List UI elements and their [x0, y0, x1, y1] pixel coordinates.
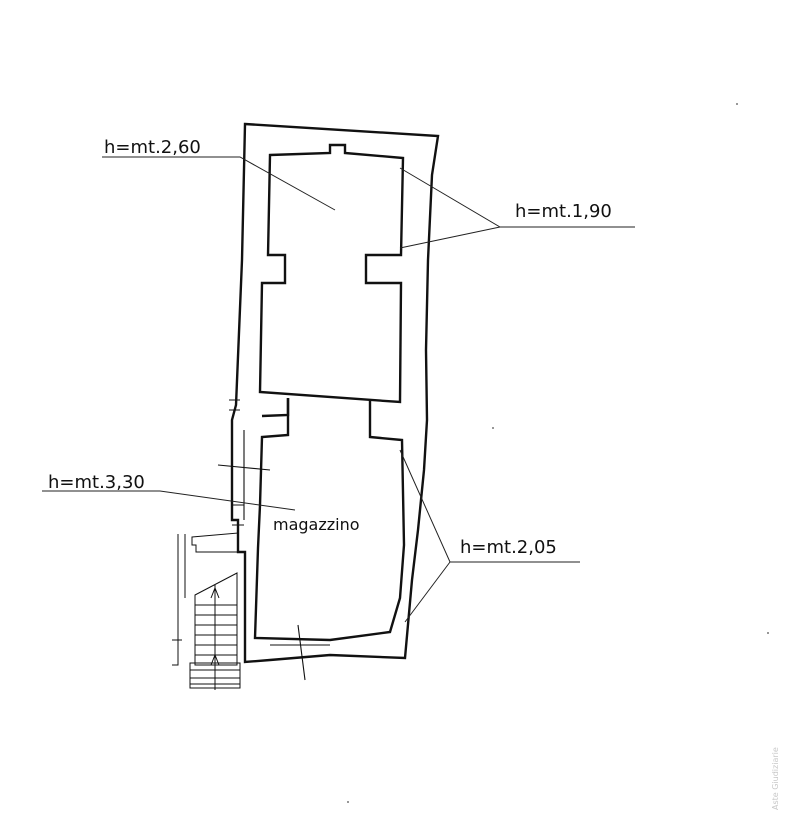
scan-dot — [347, 801, 349, 803]
height-label-upper-room-right: h=mt.1,90 — [515, 201, 612, 222]
stair-outline — [191, 532, 239, 553]
inner-wall-upper-room — [258, 143, 405, 404]
leader-line-middle-left — [42, 490, 296, 511]
leader-line-top-right — [399, 167, 635, 249]
scan-dot — [492, 427, 494, 429]
watermark: Aste Giudiziarie — [771, 747, 780, 810]
door-mark-bottom — [270, 624, 330, 681]
inner-wall-lower-room — [253, 398, 406, 642]
stair-treads — [194, 572, 238, 690]
height-label-lower-room-right: h=mt.2,05 — [460, 537, 557, 558]
height-label-magazzino: h=mt.3,30 — [48, 472, 145, 493]
partition-pier — [261, 398, 290, 418]
scan-dot — [767, 632, 769, 634]
height-label-upper-room: h=mt.2,60 — [104, 137, 201, 158]
wall-tick-left-1 — [229, 399, 244, 526]
room-label-magazzino: magazzino — [273, 515, 360, 534]
leader-line-bottom-right — [399, 449, 580, 623]
stair-lower-flight — [189, 662, 241, 689]
leader-line-top-left — [102, 156, 336, 211]
stair-arrow-up — [210, 586, 220, 666]
scan-dot — [736, 103, 738, 105]
outer-wall — [230, 122, 440, 664]
stair-enclosure — [172, 534, 186, 666]
